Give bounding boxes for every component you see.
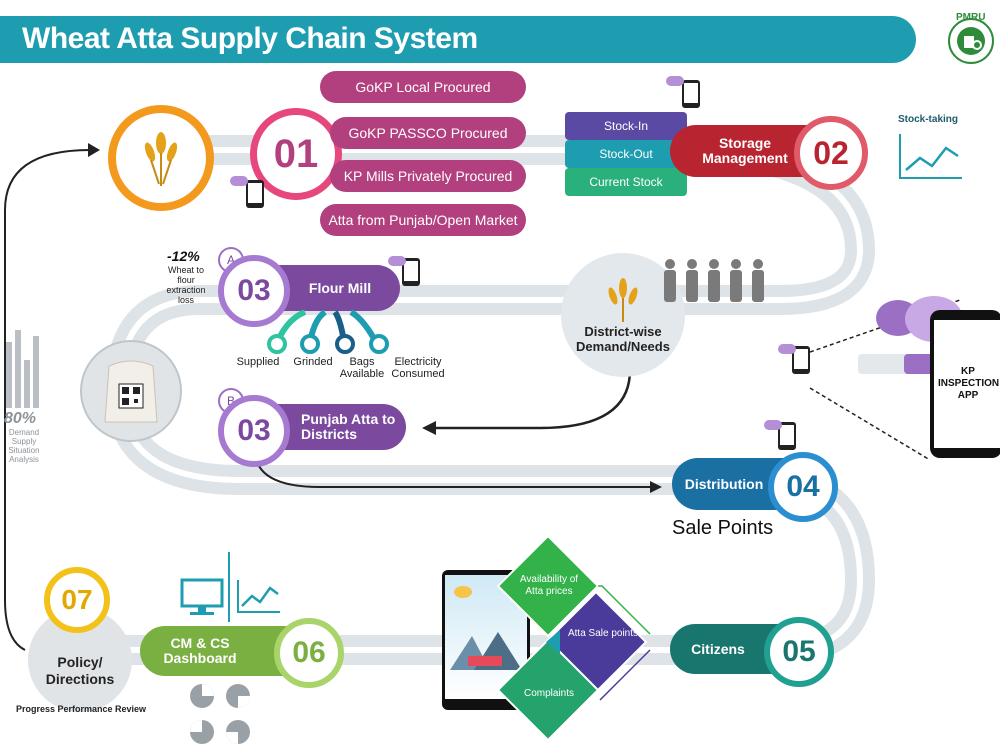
step-03a-number: 03 — [237, 274, 271, 307]
sun-icon — [454, 586, 472, 598]
analysis-bar-chart — [6, 330, 39, 408]
analysis-text: Demand Supply Situation Analysis — [8, 428, 40, 464]
progress-review-caption: Progress Performance Review — [16, 704, 147, 714]
step-06-number: 06 — [292, 636, 326, 669]
line-chart-icon — [237, 580, 280, 613]
source-punjab-market: Atta from Punjab/Open Market — [320, 204, 526, 236]
citizen-diamonds — [496, 534, 651, 742]
source-kp-mills: KP Mills Privately Procured — [330, 160, 526, 192]
kp-inspection-phone: KP INSPECTION APP — [930, 310, 1000, 458]
extraction-loss-value: -12% — [167, 248, 200, 264]
chat-bubble-icon — [778, 344, 796, 354]
dashboard-label: CM & CS Dashboard — [163, 635, 237, 666]
pmru-logo: PMRU — [944, 12, 998, 66]
phone-icon — [402, 258, 420, 286]
monitor-icon — [180, 578, 224, 615]
logo-text: PMRU — [956, 12, 986, 23]
step-07-badge: 07 — [44, 567, 110, 633]
step-04-badge: 04 — [768, 452, 838, 522]
pie-chart-icons — [190, 684, 250, 744]
demand-circle: District-wise Demand/Needs — [561, 253, 685, 377]
step-02-number: 02 — [813, 134, 849, 171]
punjab-atta-label: Punjab Atta to Districts — [301, 411, 396, 442]
chat-bubble-icon — [764, 420, 782, 430]
dashboard-pill: CM & CS Dashboard — [140, 626, 300, 676]
tab-stock-in: Stock-In — [565, 112, 687, 140]
page-title: Wheat Atta Supply Chain System — [22, 22, 478, 55]
chat-bubble-icon — [388, 256, 406, 266]
phone-icon — [792, 346, 810, 374]
mountain-icon — [450, 632, 522, 670]
step-03b-badge: 03 — [218, 395, 290, 467]
mill-output-supplied: Supplied — [236, 356, 280, 368]
step-06-badge: 06 — [274, 618, 344, 688]
mill-output-bags: Bags Available — [339, 356, 385, 380]
wheat-circle — [108, 105, 214, 211]
step-02-badge: 02 — [794, 116, 868, 190]
diamond-availability: Availability of Atta prices — [519, 574, 579, 597]
phone-icon — [246, 180, 264, 208]
flour-mill-label: Flour Mill — [308, 280, 372, 296]
kp-app-label: KP INSPECTION APP — [938, 366, 1000, 401]
population-icon — [664, 259, 764, 302]
chat-bubble-icon — [230, 176, 248, 186]
distribution-label: Distribution — [684, 476, 764, 492]
step-05-badge: 05 — [764, 617, 834, 687]
phone-icon — [778, 422, 796, 450]
source-gokp-local: GoKP Local Procured — [320, 71, 526, 103]
step-04-number: 04 — [786, 470, 820, 503]
divider — [228, 552, 230, 622]
mill-output-electricity: Electricity Consumed — [391, 356, 445, 380]
storage-management-label: Storage Management — [702, 135, 788, 166]
source-gokp-passco: GoKP PASSCO Procured — [330, 117, 526, 149]
wheat-icon — [608, 278, 638, 322]
wheat-icon — [144, 132, 178, 186]
app-toggle-bar — [858, 354, 934, 374]
step-03a-badge: 03 — [218, 255, 290, 327]
policy-label: Policy/ Directions — [45, 654, 115, 687]
atta-bag-icon — [104, 360, 158, 423]
sale-points-label: Sale Points — [672, 517, 774, 539]
step-01-number: 01 — [273, 131, 319, 176]
line-chart-icon — [899, 134, 962, 179]
diamond-sale-points: Atta Sale points — [567, 628, 639, 639]
step-01-badge: 01 — [250, 108, 342, 200]
citizens-label: Citizens — [691, 641, 745, 657]
step-07-number: 07 — [61, 584, 93, 615]
step-05-number: 05 — [782, 635, 816, 668]
title-bar: Wheat Atta Supply Chain System — [0, 16, 916, 63]
tab-stock-out: Stock-Out — [565, 140, 687, 168]
diamond-complaints: Complaints — [523, 688, 575, 699]
extraction-loss-text: Wheat to flour extraction loss — [166, 265, 206, 305]
step-03b-number: 03 — [237, 414, 271, 447]
chat-bubble-icon — [666, 76, 684, 86]
tab-current-stock: Current Stock — [565, 168, 687, 196]
analysis-value: 80% — [4, 410, 37, 427]
phone-icon — [682, 80, 700, 108]
mill-output-grinded: Grinded — [293, 356, 333, 368]
demand-label: District-wise Demand/Needs — [576, 324, 670, 354]
mill-output-connectors — [267, 310, 389, 354]
atta-bag-circle — [80, 340, 182, 442]
stock-taking-label: Stock-taking — [898, 114, 959, 125]
